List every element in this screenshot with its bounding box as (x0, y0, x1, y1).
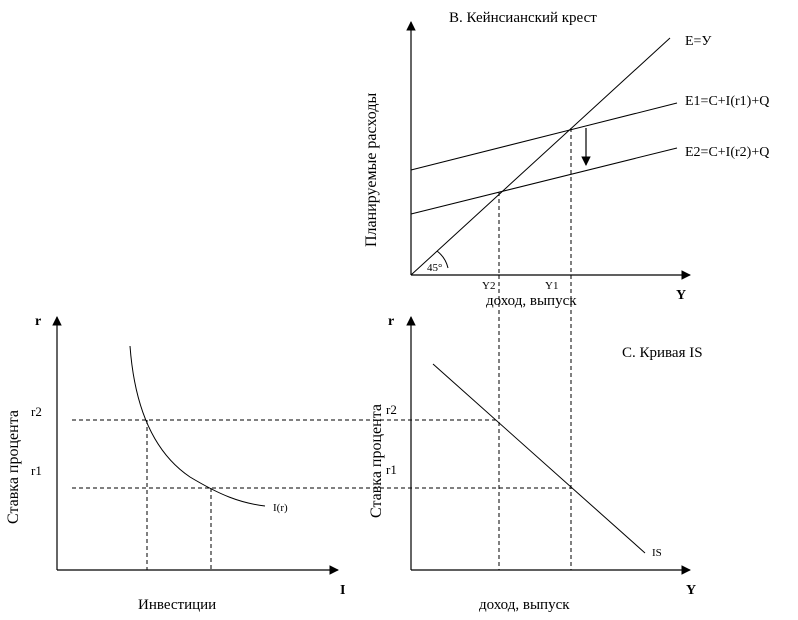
panel-keynesian-cross: B. Кейнсианский крест Планируемые расход… (363, 10, 769, 309)
panel-c-ylabel: Ставка процента (368, 404, 385, 518)
panel-investment: r Ставка процента r2 r1 I(r) Инвестиции … (5, 314, 345, 613)
panel-c-title: C. Кривая IS (622, 345, 703, 361)
panel-c-x-symbol: Y (686, 583, 696, 598)
line-e1-label: E1=C+I(r1)+Q (685, 94, 769, 109)
panel-a-tick-r2: r2 (31, 404, 42, 419)
is-curve-label: IS (652, 547, 662, 559)
investment-curve-label: I(r) (273, 502, 288, 514)
panel-b-title: B. Кейнсианский крест (449, 10, 597, 26)
angle-arc (436, 250, 449, 269)
panel-a-tick-r1: r1 (31, 463, 42, 478)
connector-lines (72, 275, 572, 570)
tick-y2: Y2 (482, 280, 495, 292)
line-45-label: E=У (685, 34, 711, 49)
panel-is-curve: r Ставка процента r2 r1 C. Кривая IS IS … (368, 314, 703, 613)
panel-c-tick-r1: r1 (386, 462, 397, 477)
panel-a-ylabel: Ставка процента (5, 410, 22, 524)
panel-a-xlabel: Инвестиции (138, 597, 216, 613)
line-e1 (410, 102, 678, 171)
investment-curve (129, 345, 266, 507)
panel-c-tick-r2: r2 (386, 402, 397, 417)
line-e2-label: E2=C+I(r2)+Q (685, 145, 769, 160)
panel-b-ylabel: Планируемые расходы (363, 93, 380, 247)
panel-a-y-symbol: r (35, 314, 41, 329)
line-e2 (410, 147, 678, 215)
panel-c-y-symbol: r (388, 314, 394, 329)
panel-b-xlabel: доход, выпуск (486, 293, 577, 309)
panel-a-x-symbol: I (340, 583, 345, 598)
tick-y1: Y1 (545, 280, 558, 292)
panel-c-xlabel: доход, выпуск (479, 597, 570, 613)
panel-b-x-symbol: Y (676, 288, 686, 303)
is-curve (432, 363, 646, 554)
angle-label: 45° (427, 262, 442, 274)
line-45-degree (410, 37, 671, 276)
